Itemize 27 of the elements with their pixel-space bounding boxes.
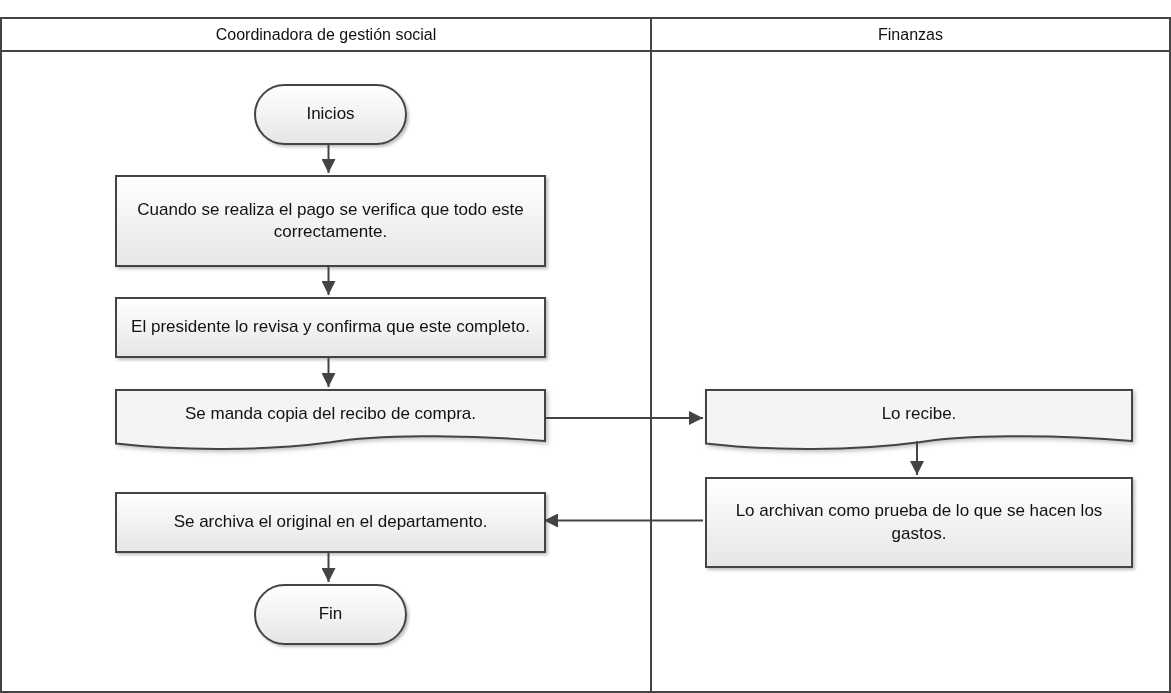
arrow (321, 355, 336, 388)
document-shape (115, 389, 546, 451)
document-shape (705, 389, 1133, 451)
process-box (115, 492, 546, 553)
node-text: Inicios (305, 103, 356, 126)
node-text: El presidente lo revisa y confirma que este completo. (130, 316, 531, 339)
terminator-pill (254, 584, 407, 645)
process-box (705, 477, 1133, 568)
node-text: Cuando se realiza el pago se verifica que todo este correctamente. (136, 198, 525, 243)
arrow (321, 264, 336, 296)
node-text: Lo recibe. (880, 403, 958, 425)
lane-heading: Finanzas (652, 19, 1169, 52)
swimlane (650, 17, 1171, 693)
arrow (543, 411, 704, 425)
node-text: Se archiva el original en el departamento. (172, 511, 489, 534)
process-box (115, 175, 546, 267)
process-box (115, 297, 546, 358)
node-text: Fin (317, 603, 344, 626)
terminator-pill (254, 84, 407, 145)
arrow (321, 550, 336, 583)
node-text: Lo archivan como prueba de lo que se hacen los gastos. (734, 500, 1104, 545)
lane-heading: Coordinadora de gestión social (2, 19, 650, 52)
node-text: Se manda copia del recibo de compra. (183, 403, 478, 425)
arrow (543, 513, 704, 528)
swimlane (0, 17, 652, 693)
arrow (910, 439, 924, 476)
arrow (321, 142, 336, 174)
